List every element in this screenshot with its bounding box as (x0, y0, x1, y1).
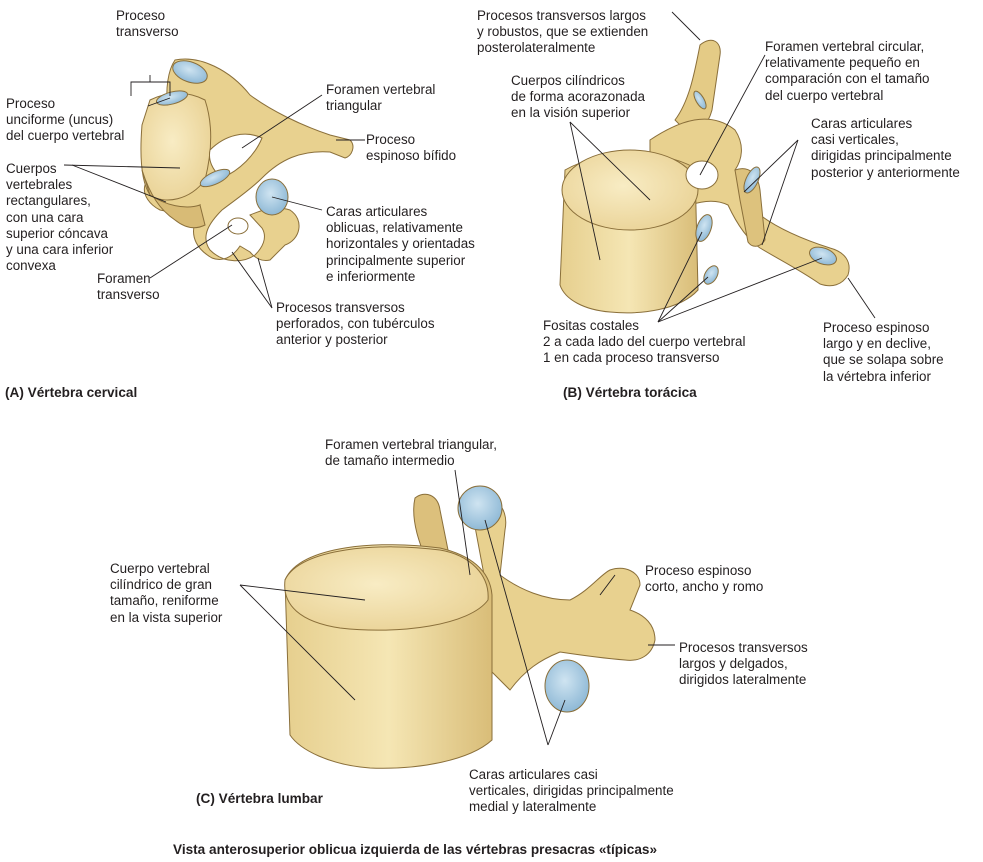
label-proceso-unciforme: Proceso unciforme (uncus) del cuerpo ver… (6, 96, 125, 144)
lumbar-vertebra-drawing (284, 485, 656, 769)
cervical-vertebra-drawing (140, 58, 354, 262)
label-caras-articulares-oblicuas: Caras articulares oblicuas, relativament… (326, 204, 475, 284)
label-procesos-transversos-largos: Procesos transversos largos y robustos, … (477, 8, 649, 56)
label-foramen-vertebral-triangular: Foramen vertebral triangular (326, 82, 436, 114)
label-cuerpos-vertebrales: Cuerpos vertebrales rectangulares, con u… (6, 161, 114, 274)
label-procesos-transversos-delgados: Procesos transversos largos y delgados, … (679, 640, 808, 688)
label-caras-articulares-medial-lateral: Caras articulares casi verticales, dirig… (469, 767, 674, 815)
thoracic-vertebra-drawing (559, 39, 850, 314)
label-proceso-espinoso-bifido: Proceso espinoso bífido (366, 132, 457, 164)
label-foramen-vertebral-intermedio: Foramen vertebral triangular, de tamaño … (325, 437, 497, 469)
caption-vertebra-cervical: (A) Vértebra cervical (5, 385, 138, 400)
caption-vertebra-lumbar: (C) Vértebra lumbar (196, 791, 323, 806)
label-fositas-costales: Fositas costales 2 a cada lado del cuerp… (543, 318, 746, 366)
label-cuerpo-vertebral-reniforme: Cuerpo vertebral cilíndrico de gran tama… (110, 561, 223, 625)
label-proceso-transverso: Proceso transverso (116, 8, 179, 40)
label-proceso-espinoso-largo: Proceso espinoso largo y en declive, que… (823, 320, 944, 384)
label-foramen-transverso: Foramen transverso (97, 271, 160, 303)
label-procesos-transversos-perforados: Procesos transversos perforados, con tub… (276, 300, 435, 348)
label-proceso-espinoso-corto: Proceso espinoso corto, ancho y romo (645, 563, 764, 595)
caption-vertebra-toracica: (B) Vértebra torácica (563, 385, 697, 400)
label-cuerpos-cilindricos: Cuerpos cilíndricos de forma acorazonada… (511, 73, 645, 121)
label-foramen-vertebral-circular: Foramen vertebral circular, relativament… (765, 39, 930, 103)
figure-caption: Vista anterosuperior oblicua izquierda d… (173, 842, 658, 857)
label-caras-articulares-verticales: Caras articulares casi verticales, dirig… (811, 116, 960, 180)
leader-lines (63, 11, 876, 746)
